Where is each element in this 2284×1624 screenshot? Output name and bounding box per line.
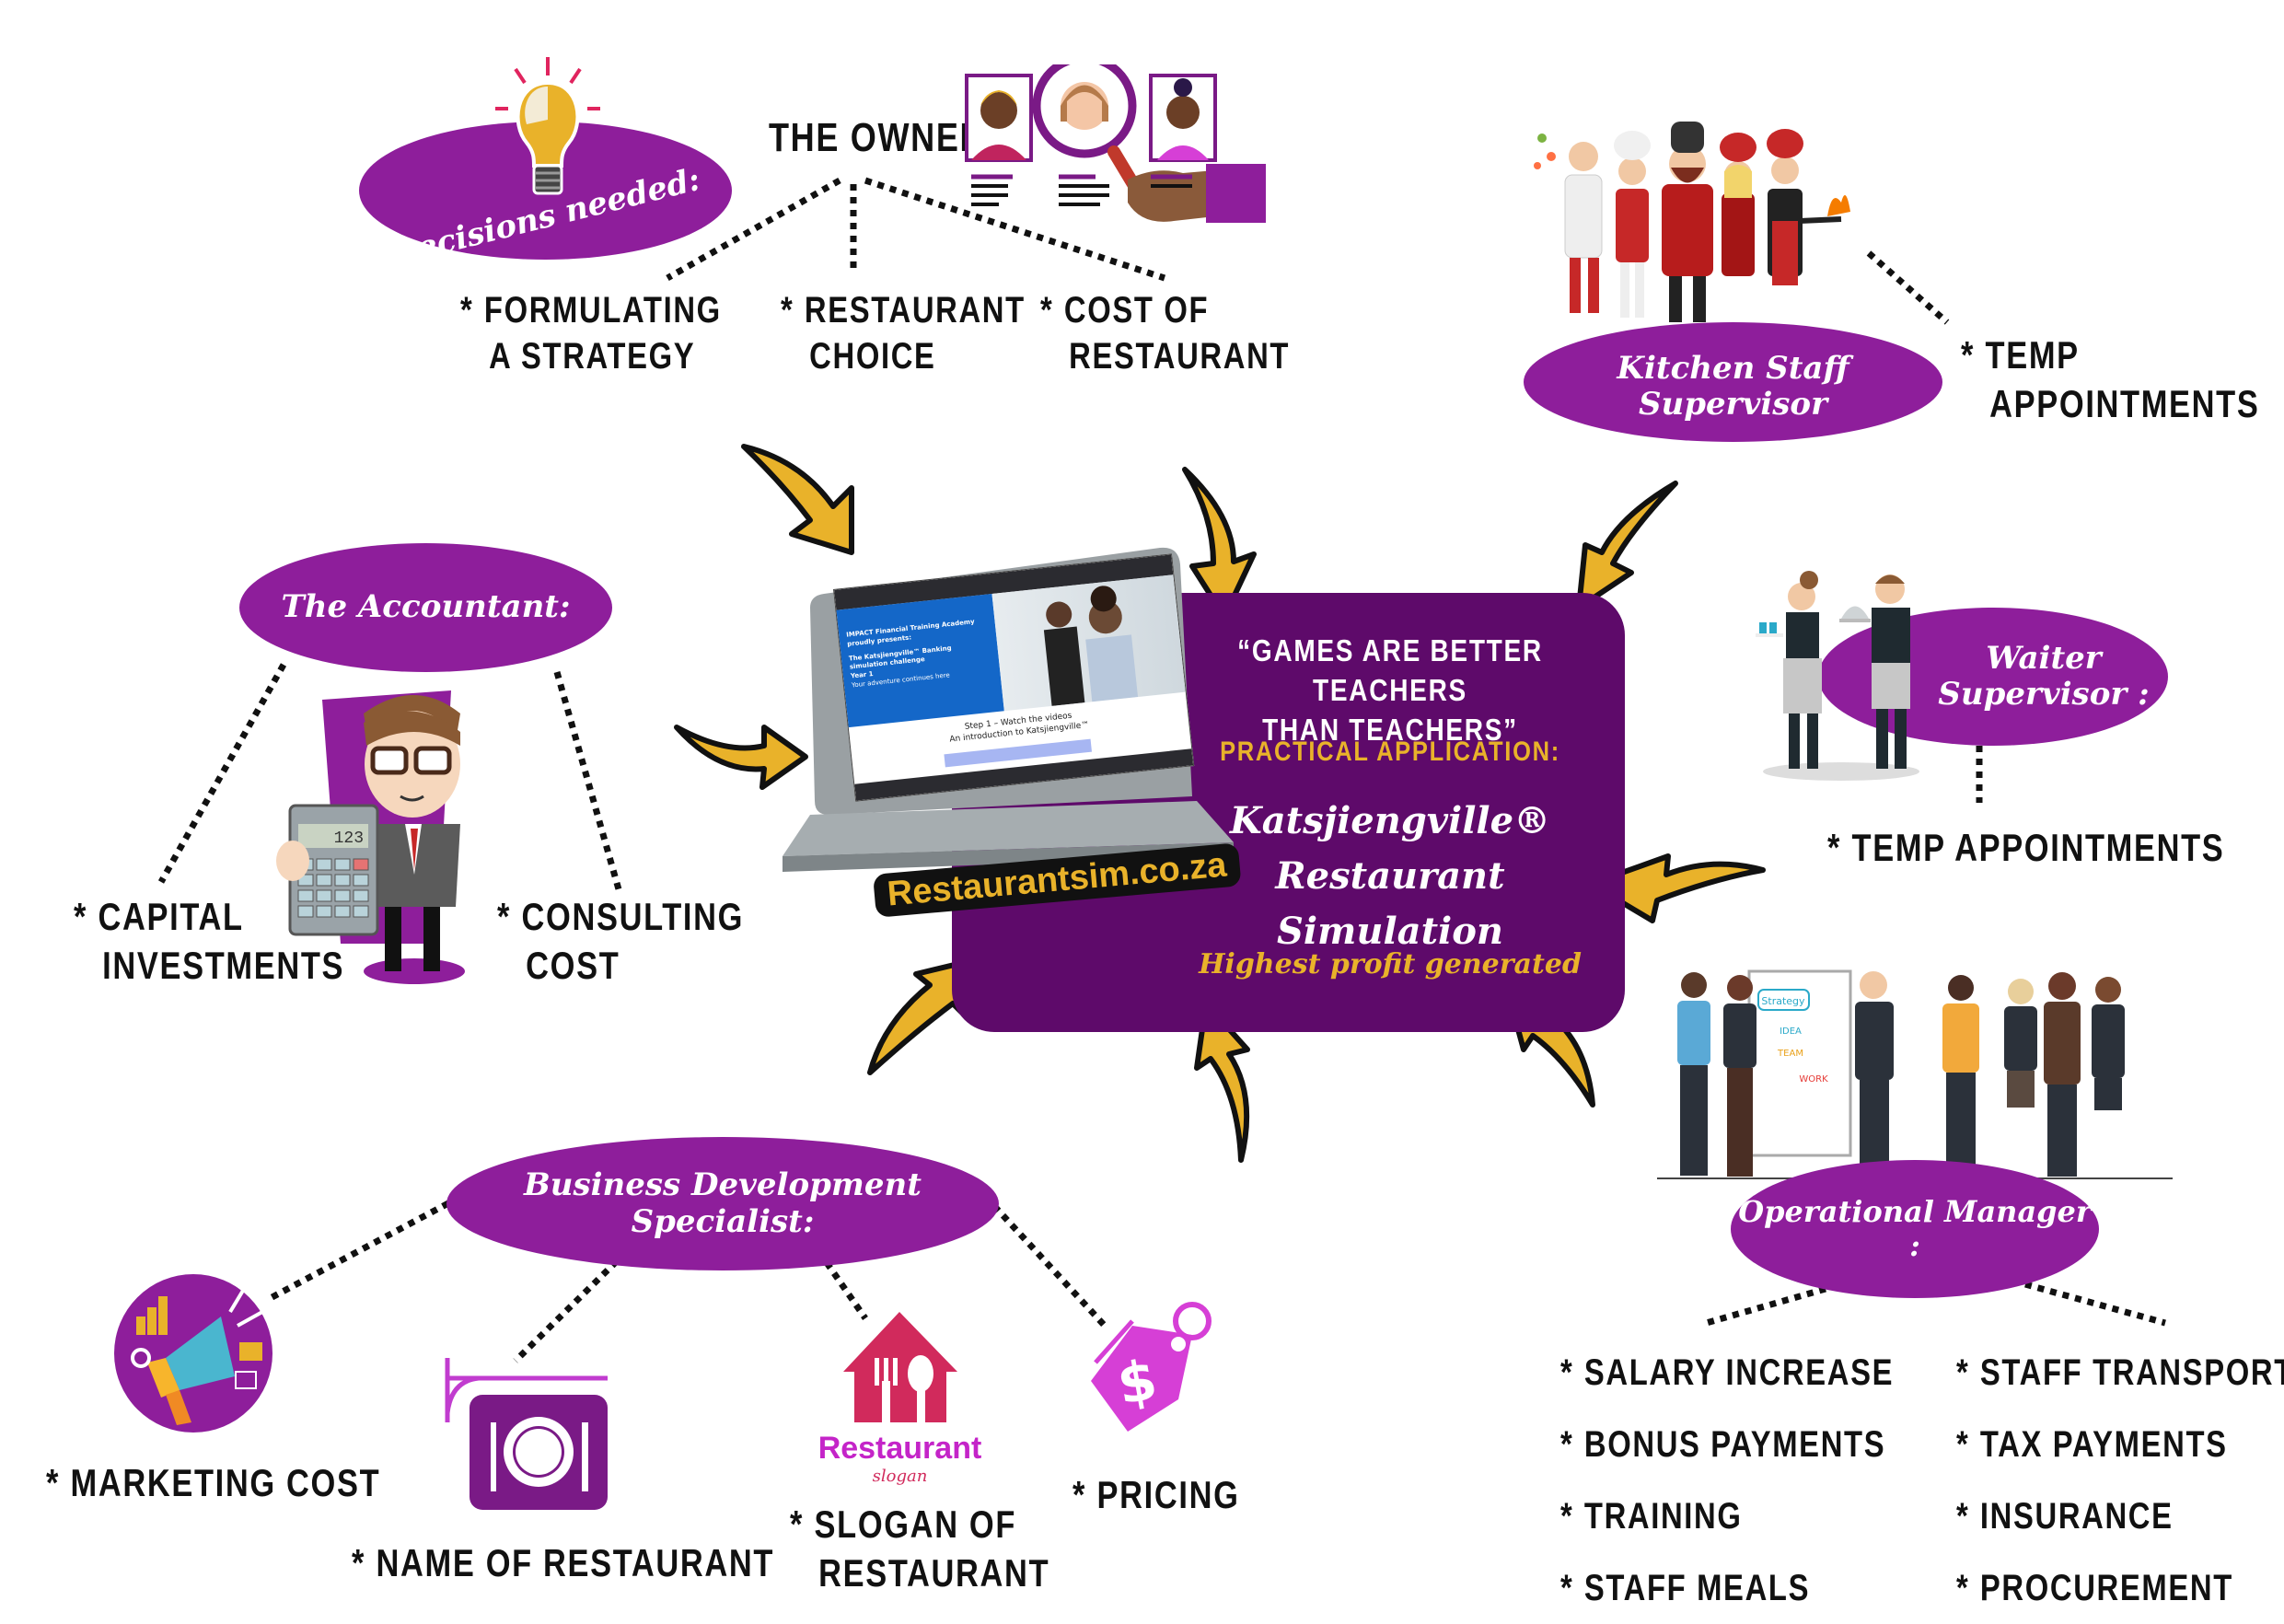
kitchen-supervisor-bubble: Kitchen Staff Supervisor: [1524, 322, 1942, 442]
flipchart-strategy: Strategy: [1761, 995, 1805, 1007]
waiter-supervisor-label: Waiter Supervisor :: [1938, 639, 2150, 713]
bd-item-pricing: *PRICING: [1072, 1473, 1240, 1516]
operational-manager-bubble: Operational Manager :: [1731, 1160, 2099, 1298]
accountant-illustration: 123: [276, 677, 516, 990]
panel-quote: “GAMES ARE BETTER TEACHERS THAN TEACHERS…: [1237, 633, 1543, 747]
house-fork-spoon-icon: [843, 1312, 957, 1422]
connector-ops-right: [2024, 1281, 2166, 1327]
calculator-display: 123: [334, 829, 364, 848]
kitchen-item-temp-appointments: *TEMP APPOINTMENTS: [1961, 333, 2260, 425]
accountant-calculator-icon: 123: [276, 690, 465, 984]
panel-practical-label: PRACTICAL APPLICATION:: [1220, 737, 1560, 767]
chefs-icon: [1534, 122, 1850, 322]
restaurant-logo-slogan: slogan: [872, 1467, 928, 1486]
accountant-bubble: The Accountant:: [239, 543, 612, 672]
connector-accountant-consulting: [553, 671, 622, 890]
accountant-item-consulting: *CONSULTING COST: [497, 895, 745, 987]
flipchart-team: TEAM: [1777, 1049, 1803, 1059]
restaurant-sign-icon: [445, 1358, 608, 1510]
owner-candidates-illustration: [962, 53, 1284, 262]
owner-item-cost: *COST OF RESTAURANT: [1040, 290, 1291, 377]
arrow-icon-top-right: [1576, 481, 1678, 610]
ops-item-insurance: *INSURANCE: [1956, 1496, 2174, 1537]
connector-accountant-capital: [157, 663, 287, 884]
ops-item-training: *TRAINING: [1560, 1496, 1743, 1537]
connector-owner-cost: [864, 177, 1166, 282]
business-development-label: Business Development Specialist:: [524, 1166, 922, 1240]
bd-item-marketing: *MARKETING COST: [46, 1461, 381, 1504]
ops-right-list: *STAFF TRANSPORT *TAX PAYMENTS *INSURANC…: [1956, 1337, 2284, 1624]
accountant-label: The Accountant:: [281, 588, 571, 626]
candidates-magnifier-icon: [965, 53, 1266, 223]
restaurant-logo: Restaurant slogan: [801, 1307, 999, 1486]
owner-title: THE OWNER:: [769, 115, 998, 160]
owner-item-strategy: *FORMULATING A STRATEGY: [460, 290, 722, 377]
ops-left-list: *SALARY INCREASE *BONUS PAYMENTS *TRAINI…: [1560, 1337, 1894, 1624]
operational-manager-label: Operational Manager :: [1738, 1194, 2092, 1263]
connector-ops-left: [1702, 1285, 1826, 1328]
connector-kitchen-temp: [1866, 250, 1950, 325]
flipchart-idea: IDEA: [1780, 1027, 1802, 1037]
ops-item-procurement: *PROCUREMENT: [1956, 1568, 2233, 1608]
arrow-icon-left: [674, 725, 808, 790]
arrow-icon-top-left: [741, 444, 854, 555]
waiter-item-temp-appointments: *TEMP APPOINTMENTS: [1827, 826, 2225, 869]
owner-item-choice: *RESTAURANT CHOICE: [781, 290, 1026, 377]
ops-item-bonus: *BONUS PAYMENTS: [1560, 1424, 1886, 1465]
marketing-megaphone-icon: [114, 1274, 272, 1433]
ops-item-salary: *SALARY INCREASE: [1560, 1352, 1895, 1393]
lightbulb-icon: [495, 57, 600, 195]
kitchen-supervisor-label: Kitchen Staff Supervisor: [1617, 349, 1849, 423]
ops-item-tax: *TAX PAYMENTS: [1956, 1424, 2228, 1465]
panel-goal: Highest profit generated: [1199, 948, 1582, 980]
business-development-bubble: Business Development Specialist:: [446, 1137, 999, 1270]
restaurant-logo-word: Restaurant: [817, 1431, 982, 1466]
ops-item-staff-meals: *STAFF MEALS: [1560, 1568, 1811, 1608]
waiters-icon: [1756, 571, 1919, 781]
chefs-illustration: [1524, 110, 1919, 331]
bd-item-name: *NAME OF RESTAURANT: [352, 1541, 775, 1584]
accountant-item-capital: *CAPITAL INVESTMENTS: [74, 895, 345, 987]
ops-item-staff-transport: *STAFF TRANSPORT: [1956, 1352, 2284, 1393]
panel-simulation-title: Katsjiengville® Restaurant Simulation: [1229, 799, 1551, 953]
team-meeting-icon: Strategy IDEA TEAM WORK: [1657, 969, 2173, 1179]
laptop-screen: IMPACT Financial Training Academy proudl…: [833, 553, 1195, 802]
connector-bd-name: [513, 1249, 629, 1363]
flipchart-work: WORK: [1799, 1074, 1828, 1085]
connector-bd-pricing: [991, 1203, 1107, 1328]
connector-bd-marketing: [265, 1200, 450, 1304]
price-tag-icon: $: [1091, 1302, 1212, 1432]
laptop-hero-photo: [991, 574, 1186, 712]
bd-item-slogan: *SLOGAN OF RESTAURANT: [790, 1502, 1050, 1595]
laptop-hero: IMPACT Financial Training Academy proudl…: [836, 593, 1004, 728]
